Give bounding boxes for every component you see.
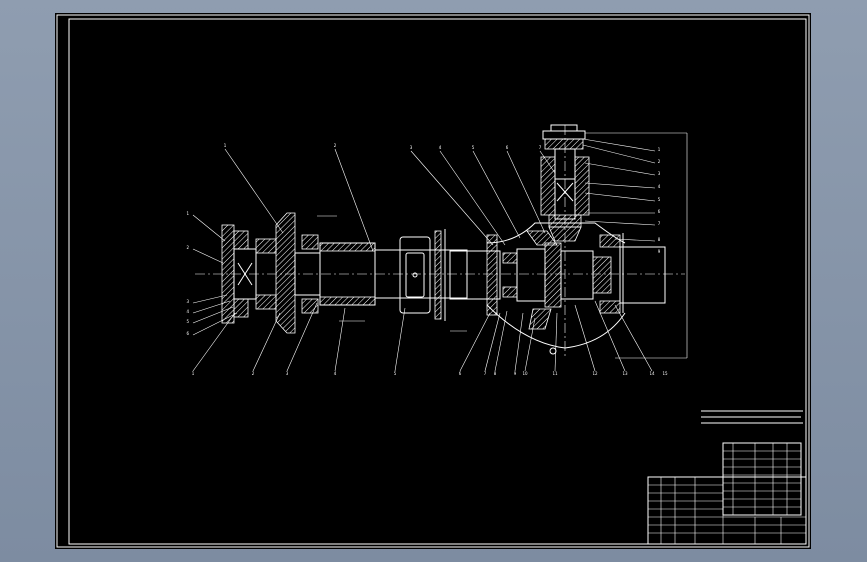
middle-flange-box <box>399 229 501 321</box>
balloon-label: 1 <box>658 147 661 152</box>
balloon-label: 6 <box>459 371 462 376</box>
balloon-label: 5 <box>394 371 397 376</box>
balloon-label: 6 <box>658 209 661 214</box>
balloon-label: 10 <box>522 371 528 376</box>
balloon-label: 8 <box>494 371 497 376</box>
inner-frame <box>68 18 807 545</box>
balloon-label: 1 <box>186 211 189 216</box>
assembly-drawing: 1234567123456789101112131415123456789123… <box>56 14 810 548</box>
balloon-label: 2 <box>252 371 255 376</box>
balloon-label: 2 <box>658 159 661 164</box>
balloon-label: 5 <box>186 319 189 324</box>
balloon-label: 1 <box>192 371 195 376</box>
technical-notes <box>701 410 803 424</box>
balloon-label: 6 <box>186 331 189 336</box>
leader-lines-top <box>224 148 556 252</box>
balloon-label: 4 <box>186 309 189 314</box>
title-block <box>647 476 807 545</box>
leader-lines-right <box>582 138 656 242</box>
leader-lines-left <box>192 214 238 336</box>
balloon-label: 7 <box>658 221 661 226</box>
balloon-label: 13 <box>622 371 628 376</box>
balloon-label: 12 <box>592 371 598 376</box>
balloon-label: 4 <box>658 184 661 189</box>
balloon-label: 4 <box>334 371 337 376</box>
input-shaft-assembly <box>540 124 590 242</box>
balloon-label: 3 <box>286 371 289 376</box>
balloon-label: 5 <box>658 197 661 202</box>
balloon-label: 7 <box>539 145 542 150</box>
balloon-label: 11 <box>552 371 558 376</box>
balloon-label: 9 <box>514 371 517 376</box>
balloon-label: 3 <box>186 299 189 304</box>
balloon-label: 6 <box>506 145 509 150</box>
differential-housing <box>486 222 666 355</box>
balloon-label: 7 <box>484 371 487 376</box>
parts-list-table <box>722 442 802 516</box>
balloon-label: 2 <box>186 245 189 250</box>
left-hub-assembly <box>221 212 468 334</box>
balloon-label: 5 <box>472 145 475 150</box>
balloon-label: 3 <box>658 171 661 176</box>
balloon-label: 3 <box>410 145 413 150</box>
leader-lines-bottom <box>192 300 653 372</box>
balloon-label: 14 <box>649 371 655 376</box>
balloon-label: 1 <box>224 143 227 148</box>
dimension-lines <box>585 132 688 359</box>
balloon-label: 9 <box>658 249 661 254</box>
annotation-marks <box>317 215 467 332</box>
balloon-label: 8 <box>658 237 661 242</box>
outer-frame <box>56 14 810 548</box>
balloon-label: 15 <box>662 371 668 376</box>
balloon-label: 2 <box>334 143 337 148</box>
balloon-label: 4 <box>439 145 442 150</box>
